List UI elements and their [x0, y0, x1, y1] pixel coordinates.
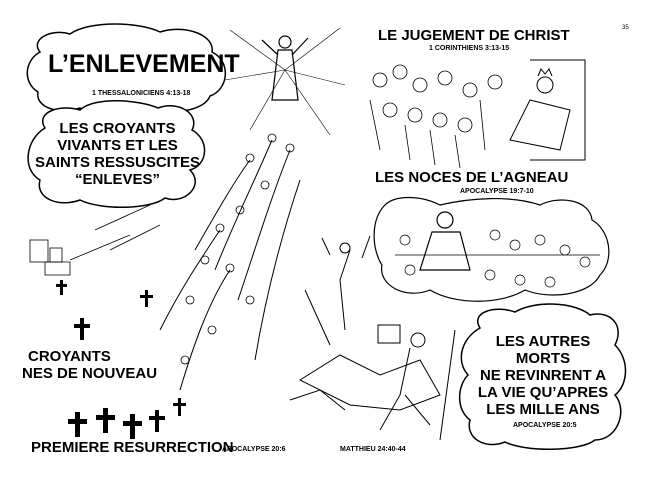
- born-again-line: NES DE NOUVEAU: [22, 365, 158, 382]
- rapture-reference: 1 THESSALONICIENS 4:13-18: [92, 90, 191, 97]
- other-dead-line: NE REVINRENT A: [479, 367, 607, 384]
- cloud-icon: [373, 196, 610, 302]
- cross-icon: [173, 398, 186, 416]
- other-dead-line: MORTS: [515, 350, 571, 367]
- cloud-icon: [27, 100, 206, 208]
- other-dead-reference: APOCALYPSE 20:5: [513, 422, 577, 429]
- matthew-reference: MATTHIEU 24:40-44: [340, 446, 406, 453]
- cloud-icon: [458, 303, 627, 450]
- cross-icon: [149, 410, 165, 432]
- wedding-title: LES NOCES DE L’AGNEAU: [375, 169, 569, 186]
- christ-in-glory: [224, 27, 346, 136]
- cloud-icon: [26, 23, 227, 117]
- worker-scene: [289, 235, 456, 441]
- rising-saints: [69, 133, 301, 391]
- judgement-scene: [369, 59, 586, 169]
- born-again-line: CROYANTS: [28, 348, 111, 365]
- cross-icon: [123, 414, 142, 439]
- other-dead-line: LA VIE QU’APRES: [477, 384, 609, 401]
- cross-icon: [140, 290, 153, 307]
- raptured-line: LES CROYANTS: [59, 120, 176, 137]
- other-dead-line: LES MILLE ANS: [486, 401, 600, 418]
- rapture-title: L’ENLEVEMENT: [48, 50, 240, 78]
- other-dead-line: LES AUTRES: [495, 333, 591, 350]
- first-resurrection-reference: APOCALYPSE 20:6: [222, 446, 286, 453]
- village: [29, 239, 71, 276]
- wedding-feast-cloud: [373, 196, 610, 302]
- cross-icon: [74, 318, 90, 340]
- raptured-line: VIVANTS ET LES: [57, 137, 178, 154]
- judgement-reference: 1 CORINTHIENS 3:13-15: [429, 45, 510, 52]
- wedding-reference: APOCALYPSE 19:7-10: [460, 188, 534, 195]
- raptured-line: SAINTS RESSUSCITES: [34, 154, 201, 171]
- other-dead-caption: LES AUTRES MORTS NE REVINRENT A LA VIE Q…: [468, 333, 618, 418]
- cross-icon: [96, 408, 115, 433]
- cross-icon: [56, 280, 67, 295]
- graves: [56, 280, 186, 439]
- first-resurrection-title: PREMIERE RESURRECTION: [31, 439, 234, 456]
- raptured-caption: LES CROYANTS VIVANTS ET LES SAINTS RESSU…: [30, 120, 205, 188]
- born-again-caption: CROYANTS NES DE NOUVEAU: [22, 348, 157, 382]
- judgement-title: LE JUGEMENT DE CHRIST: [378, 27, 570, 44]
- page-number: 35: [622, 25, 629, 31]
- cross-icon: [68, 412, 87, 437]
- raptured-line: “ENLEVES”: [74, 171, 161, 188]
